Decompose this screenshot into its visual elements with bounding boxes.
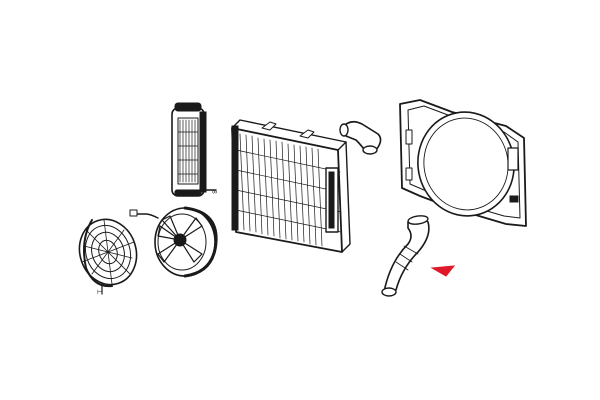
- svg-text:⊢: ⊢: [97, 289, 103, 296]
- shroud-icon: [399, 99, 527, 227]
- fan-icon: [129, 206, 218, 278]
- tank-icon: ∞: [171, 102, 217, 197]
- red-arrow-icon: [430, 265, 456, 277]
- svg-text:∞: ∞: [212, 189, 217, 196]
- radiator-icon: [231, 119, 351, 253]
- hose-icon: [381, 215, 430, 297]
- hose-icon: [339, 120, 382, 155]
- fan-guard-icon: ⊢: [78, 218, 138, 296]
